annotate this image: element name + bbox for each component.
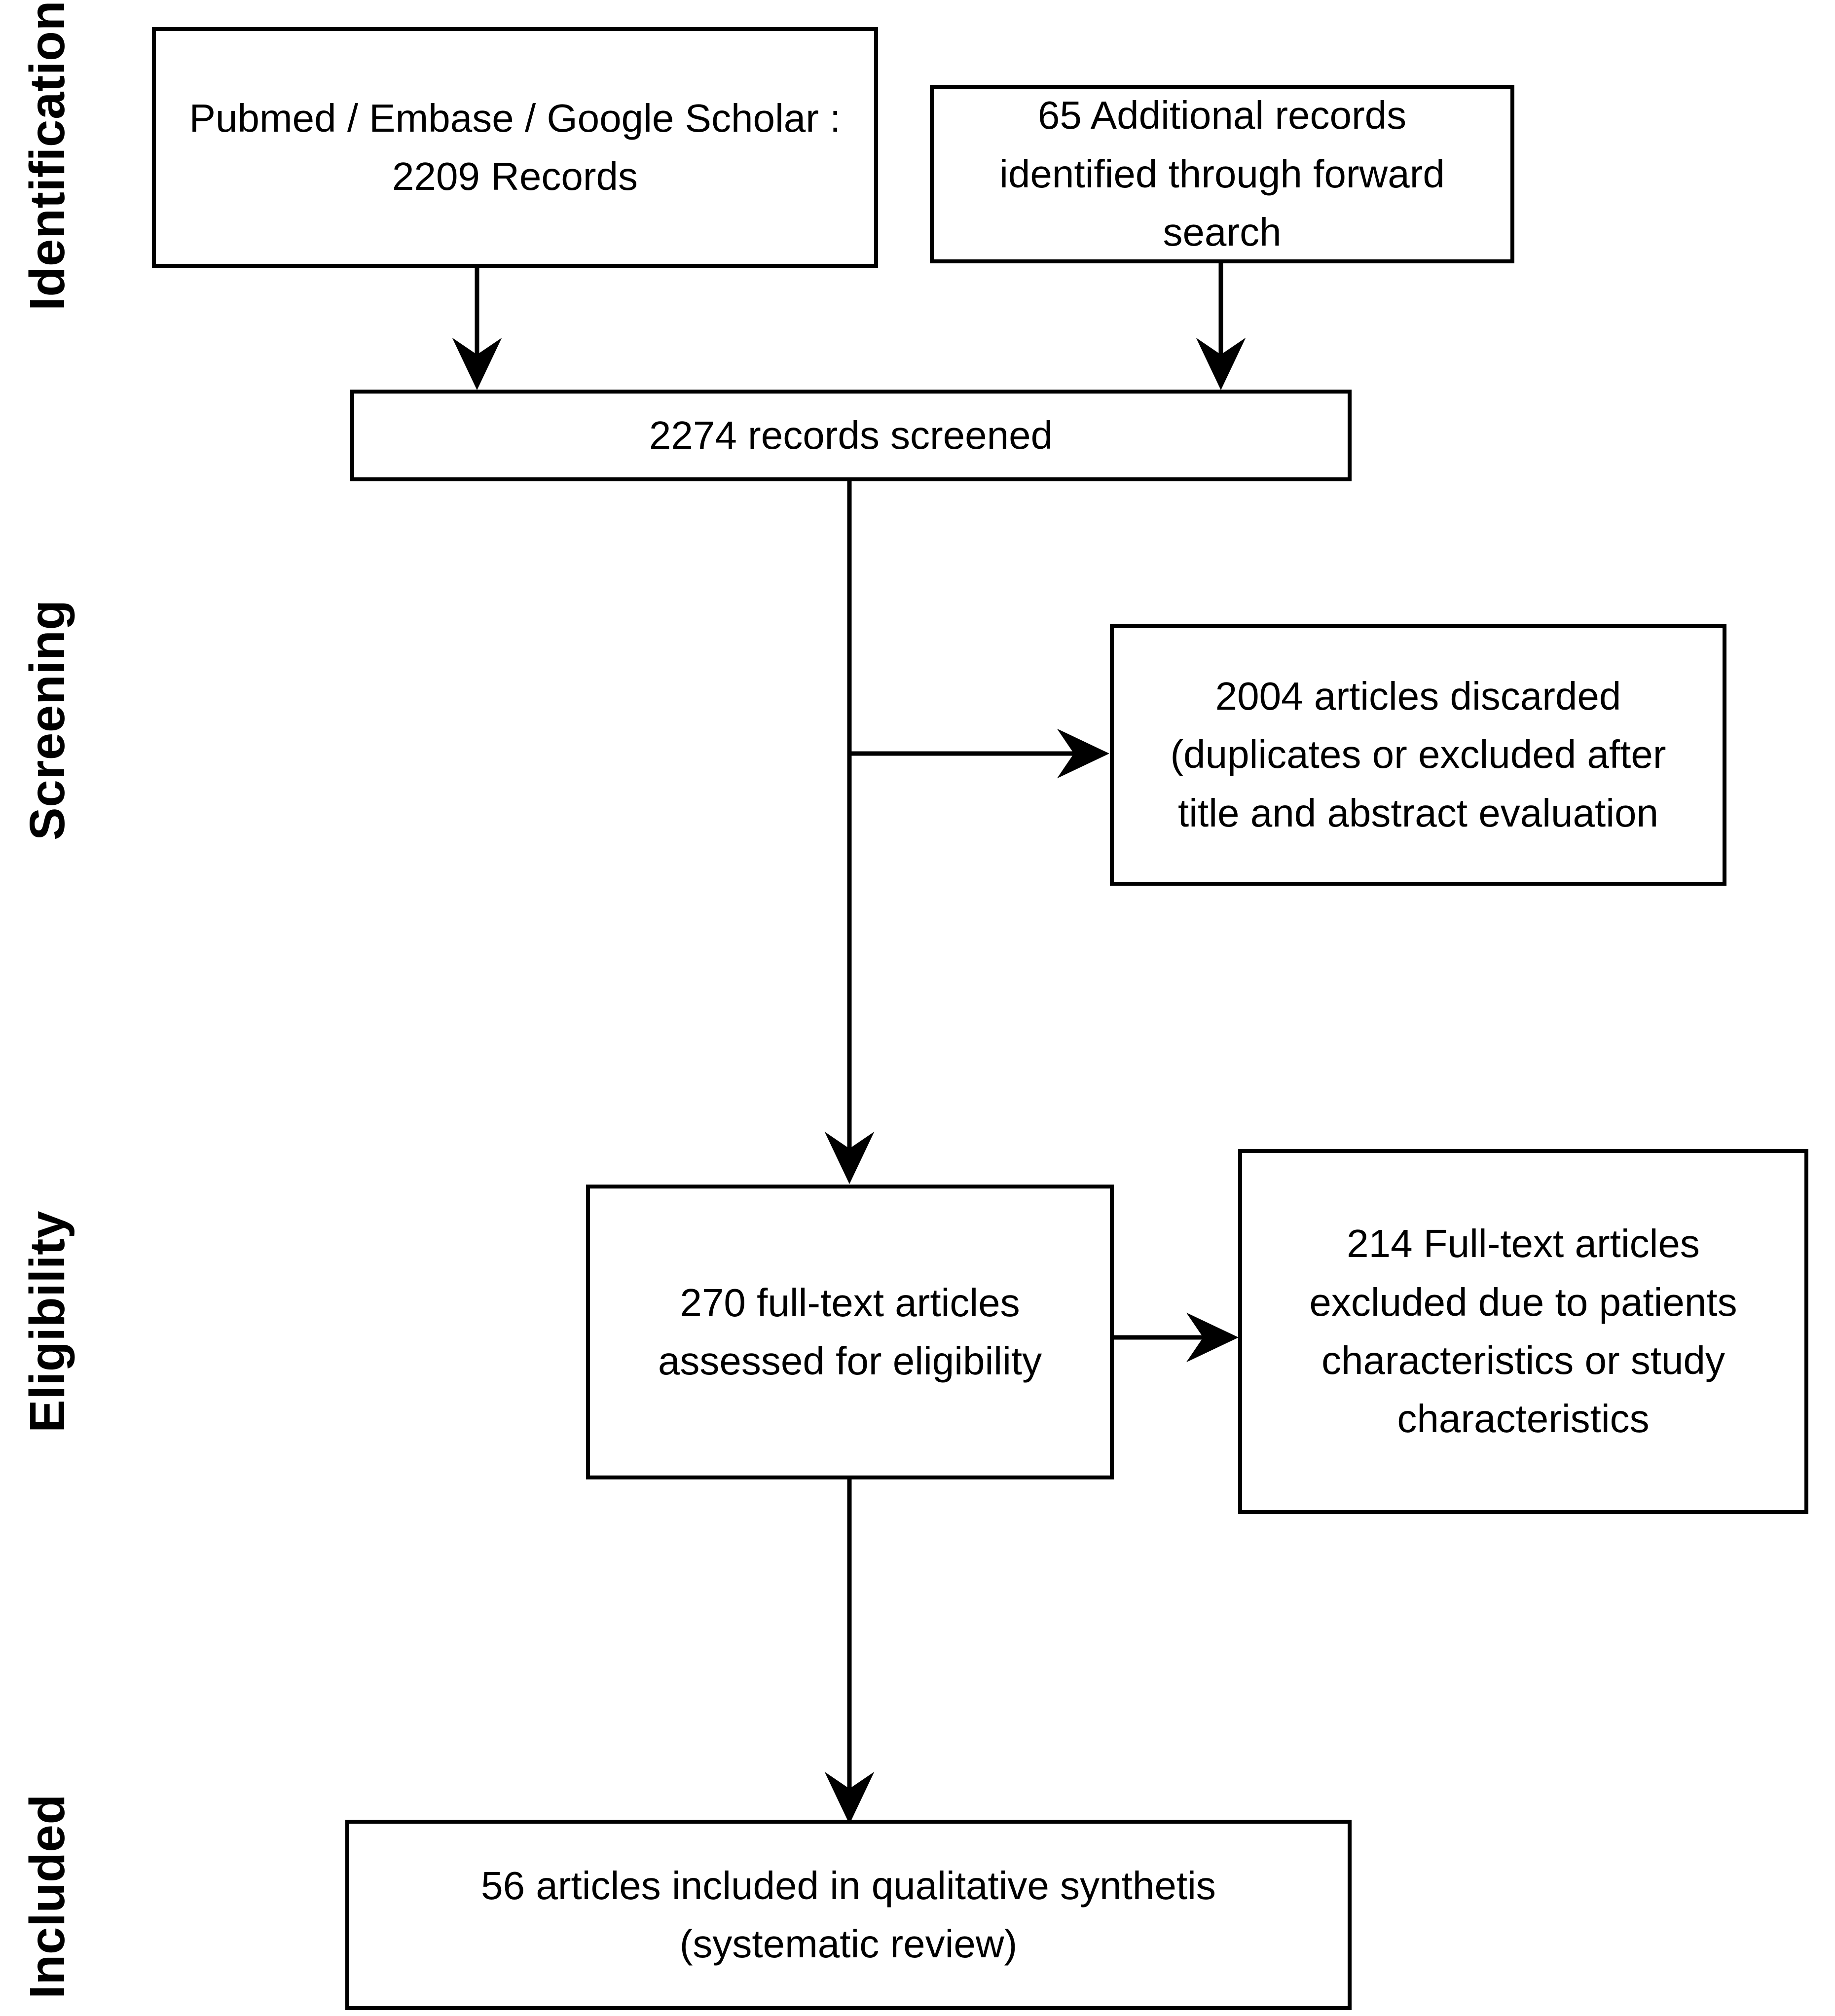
node-fulltext-assessed-text: 270 full-text articles assessed for elig… xyxy=(658,1280,1042,1383)
node-databases-records: Pubmed / Embase / Google Scholar : 2209 … xyxy=(152,27,878,268)
stage-label-eligibility: Eligibility xyxy=(20,1211,75,1433)
node-included-final: 56 articles included in qualitative synt… xyxy=(345,1820,1352,2010)
node-articles-discarded: 2004 articles discarded (duplicates or e… xyxy=(1110,624,1726,886)
stage-label-included: Included xyxy=(20,1794,75,1999)
stage-label-screening: Screening xyxy=(20,600,75,840)
node-databases-records-text: Pubmed / Embase / Google Scholar : 2209 … xyxy=(189,96,841,198)
node-fulltext-excluded: 214 Full-text articles excluded due to p… xyxy=(1238,1149,1808,1514)
node-records-screened-text: 2274 records screened xyxy=(649,413,1053,457)
stage-label-identification: Identification xyxy=(20,0,75,311)
node-articles-discarded-text: 2004 articles discarded (duplicates or e… xyxy=(1170,674,1666,835)
node-fulltext-excluded-text: 214 Full-text articles excluded due to p… xyxy=(1309,1222,1737,1441)
node-included-final-text: 56 articles included in qualitative synt… xyxy=(481,1863,1216,1966)
node-additional-records-text: 65 Additional records identified through… xyxy=(999,93,1445,254)
node-fulltext-assessed: 270 full-text articles assessed for elig… xyxy=(586,1185,1114,1479)
node-additional-records: 65 Additional records identified through… xyxy=(930,85,1514,263)
node-records-screened: 2274 records screened xyxy=(350,390,1352,481)
